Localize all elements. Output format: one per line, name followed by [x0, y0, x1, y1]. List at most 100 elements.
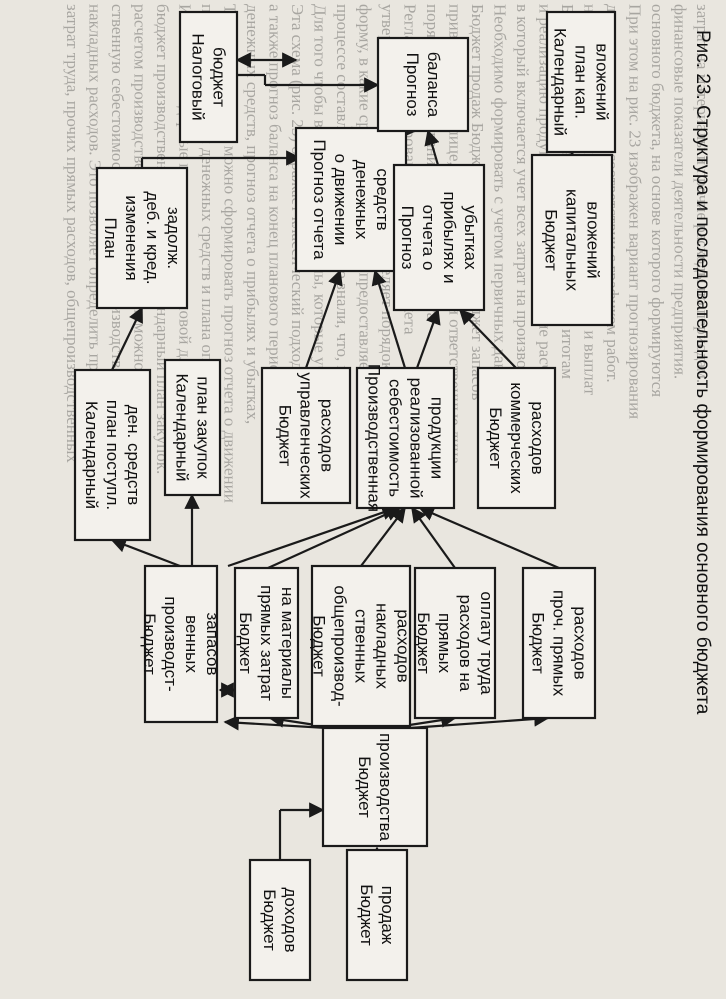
flow-arrow — [110, 537, 181, 568]
box-line: баланса — [424, 52, 443, 118]
box-line: Календарный — [173, 373, 192, 481]
box-line: коммерческих — [507, 382, 526, 494]
flow-arrow — [415, 308, 441, 369]
box-frame — [530, 153, 614, 327]
box-line: Календарный — [82, 401, 101, 509]
box-line: о движении — [331, 154, 350, 246]
box-line: себестоимость — [386, 379, 405, 497]
box-frame — [95, 166, 189, 310]
box-line: производст- — [161, 596, 180, 691]
box-line: деб. и кред. — [143, 191, 162, 284]
box-line: средств — [373, 168, 392, 230]
box-frame — [413, 566, 497, 720]
flow-arrow — [111, 306, 143, 371]
box-frame — [143, 564, 219, 724]
box-line: задолж. — [164, 207, 183, 269]
box-frame — [310, 564, 412, 728]
box-line: на материалы — [278, 587, 297, 699]
box-line: накладных — [373, 603, 392, 689]
box-line: план кап. — [572, 45, 591, 119]
box-line: Бюджет — [542, 209, 561, 271]
box-frame — [392, 163, 486, 312]
box-frame — [376, 36, 470, 133]
box-line: План — [101, 218, 120, 259]
flow-arrow — [227, 505, 398, 568]
box-line: реализованной — [407, 378, 426, 499]
box-line: прямых затрат — [257, 585, 276, 701]
flow-arrow — [360, 506, 406, 567]
flow-arrow — [411, 506, 456, 569]
box-line: Бюджет — [140, 613, 159, 675]
box-frame — [321, 726, 429, 848]
box-line: Календарный — [551, 28, 570, 136]
flow-arrow — [418, 506, 560, 570]
box-line: Бюджет — [355, 756, 374, 818]
box-line: денежных — [352, 160, 371, 240]
box-line: расходов — [394, 609, 413, 682]
box-line: Производственная — [365, 364, 384, 512]
flow-arrow — [371, 269, 407, 369]
box-line: производства — [376, 733, 395, 841]
box-line: продукции — [428, 397, 447, 479]
flow-arrow — [424, 129, 440, 166]
box-line: продаж — [378, 886, 397, 945]
box-frame — [345, 848, 409, 982]
box-frame — [294, 126, 408, 273]
box-line: запасов — [203, 612, 222, 675]
box-frame — [521, 566, 597, 720]
box-line: Бюджет — [236, 612, 255, 674]
box-line: вложений — [593, 43, 612, 120]
flow-arrow — [304, 269, 343, 369]
box-frame — [178, 10, 239, 144]
box-line: прибылях и — [440, 192, 459, 284]
box-line: убытках — [461, 205, 480, 270]
box-frame — [476, 366, 557, 510]
box-line: общепроизвод- — [331, 585, 350, 706]
box-line: ден. средств — [124, 405, 143, 505]
box-line: расходов — [528, 401, 547, 474]
flow-arrow — [458, 308, 517, 369]
box-frame — [260, 366, 352, 505]
box-line: план закупок — [194, 376, 213, 479]
box-line: Прогноз — [403, 53, 422, 117]
box-line: проч. прямых — [550, 590, 569, 697]
box-line: Прогноз отчета — [310, 139, 329, 260]
box-line: изменения — [122, 195, 141, 280]
flow-arrow — [409, 711, 550, 730]
box-line: расходов — [318, 399, 337, 472]
box-line: оплату труда — [477, 591, 496, 695]
box-frame — [248, 858, 312, 982]
box-line: венных — [182, 615, 201, 673]
box-frame — [233, 566, 300, 720]
box-line: Бюджет — [529, 612, 548, 674]
box-line: расходов на — [456, 595, 475, 692]
flow-arrow — [267, 506, 402, 570]
box-line: прямых — [435, 613, 454, 674]
box-line: доходов — [281, 888, 300, 953]
box-line: Бюджет — [414, 612, 433, 674]
box-line: Прогноз — [398, 206, 417, 270]
box-line: Бюджет — [276, 405, 295, 467]
box-frame — [73, 368, 152, 542]
box-line: Бюджет — [486, 407, 505, 469]
box-line: отчета о — [419, 205, 438, 271]
